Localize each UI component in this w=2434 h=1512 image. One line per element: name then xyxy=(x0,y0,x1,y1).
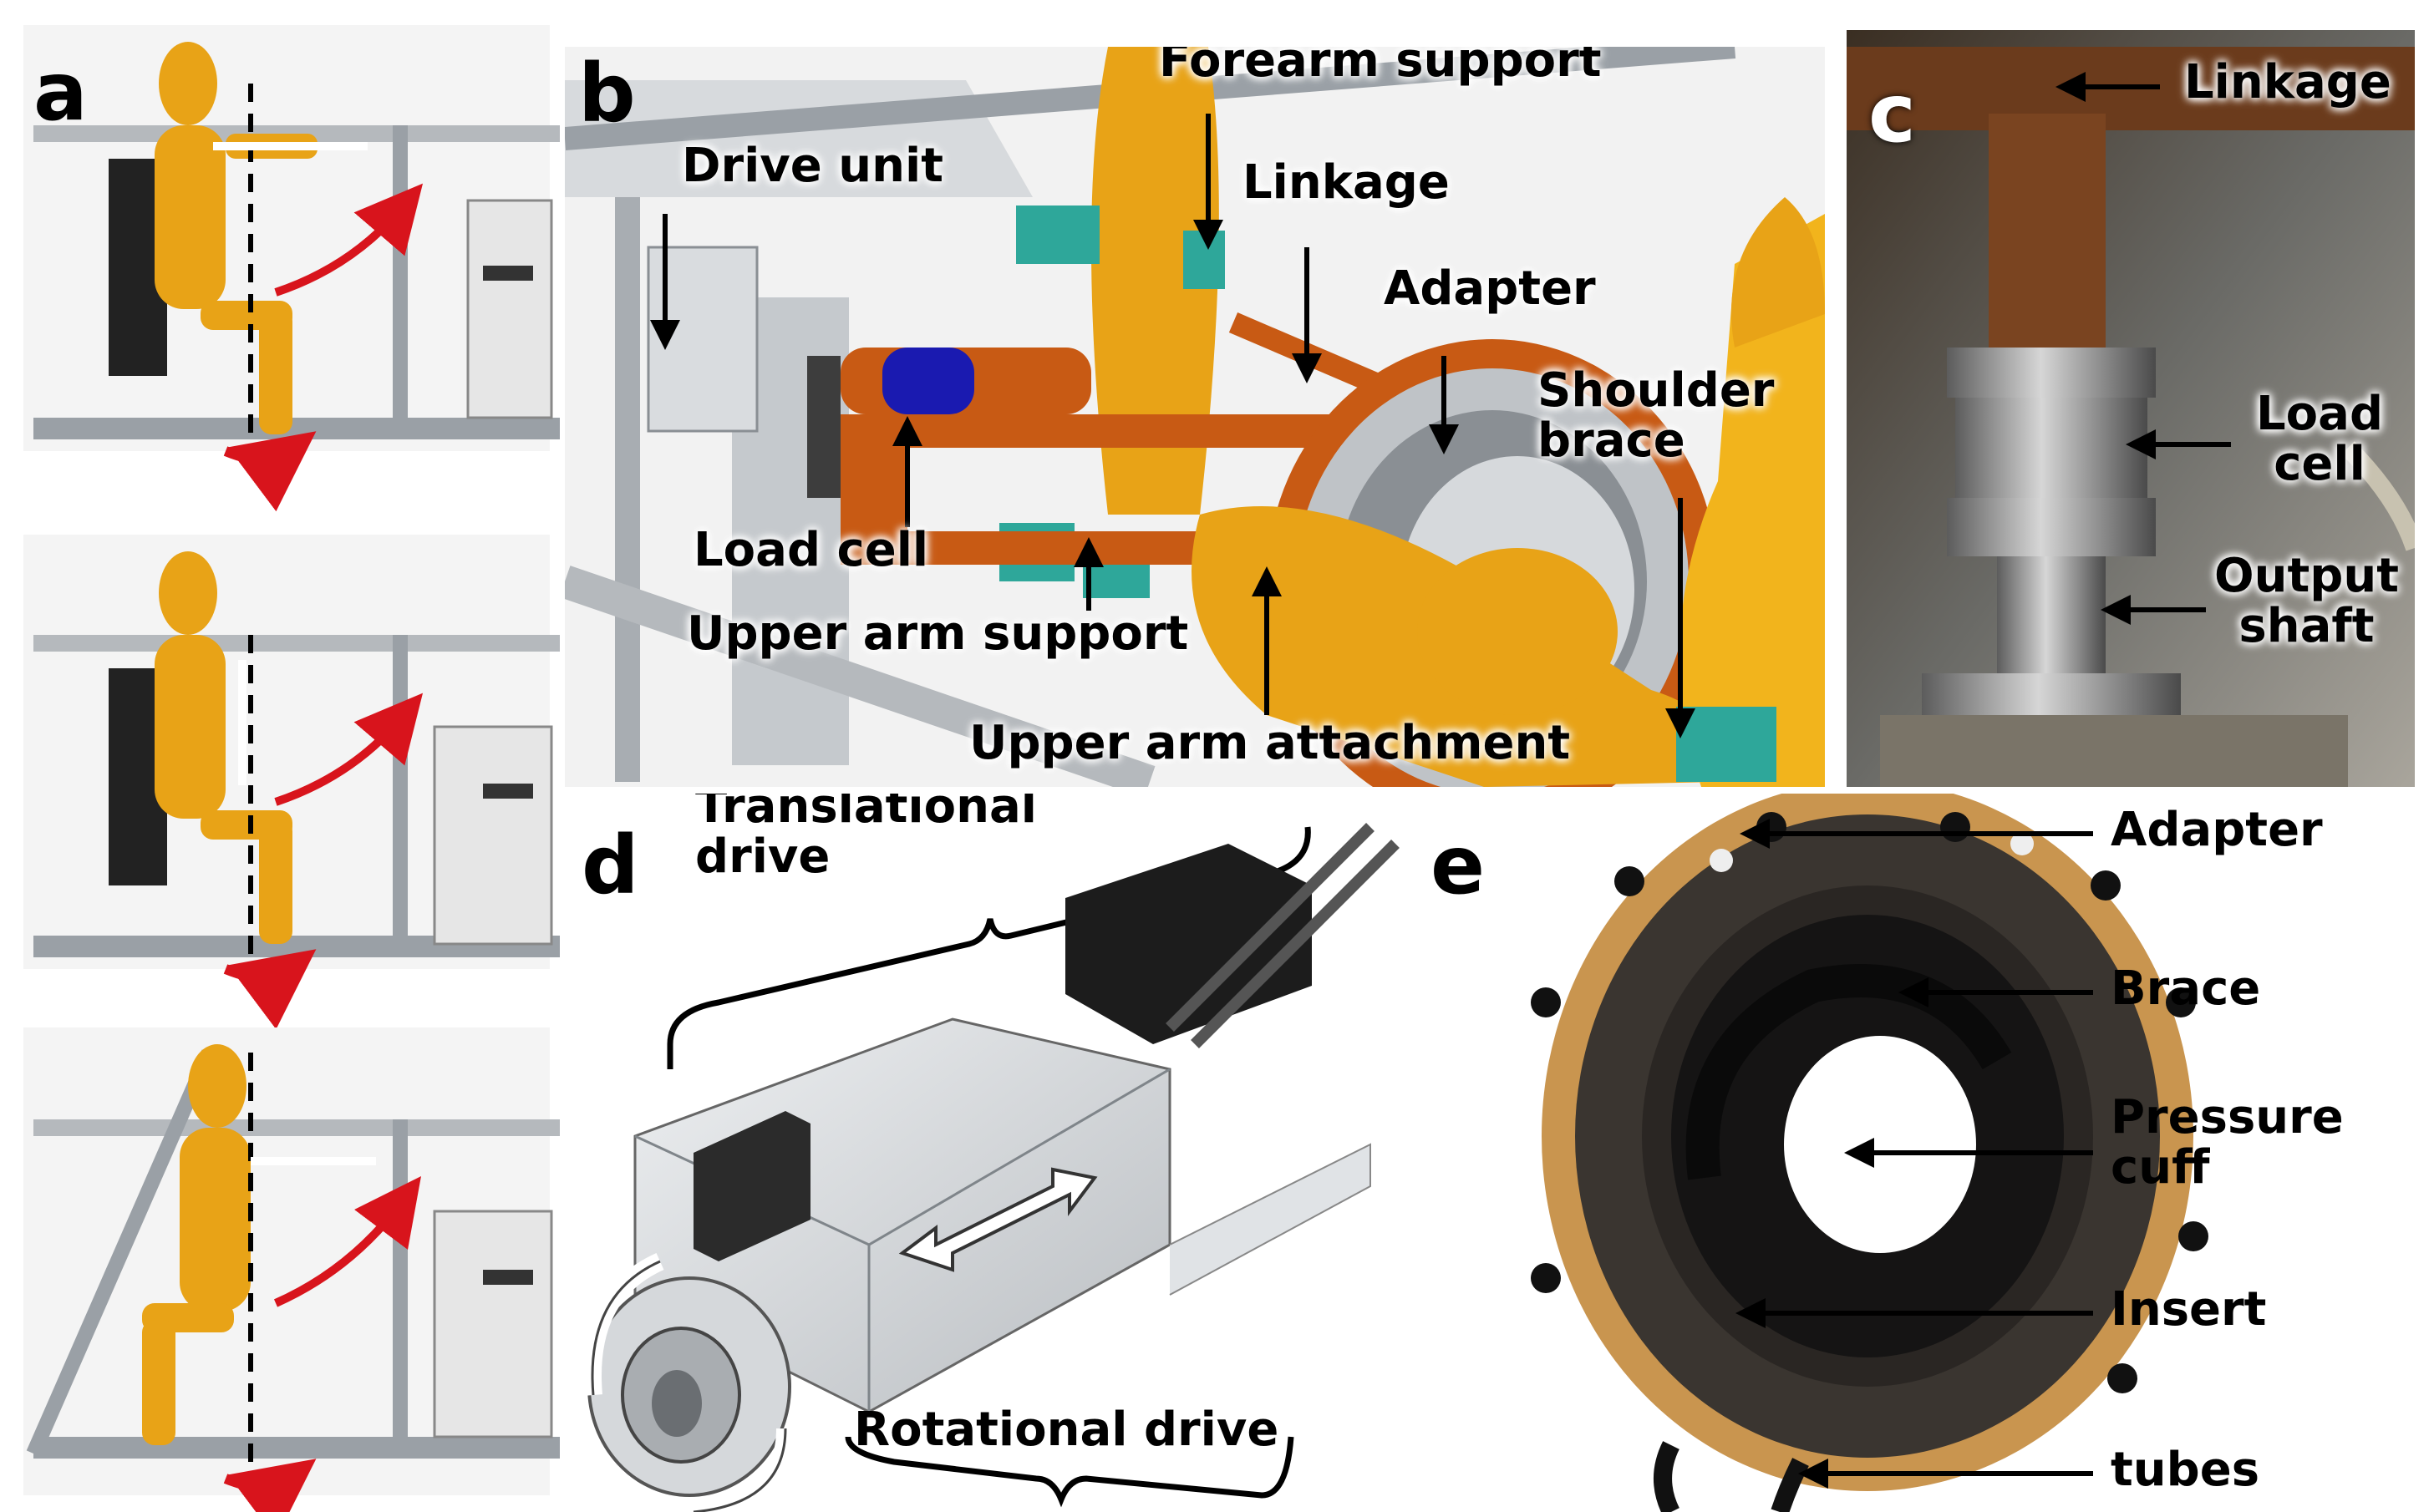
label-output-shaft-line2: shaft xyxy=(2238,599,2375,654)
label-adapter-photo: Adapter xyxy=(2111,803,2323,857)
panel-e: e Adapter Brace Pressure cuff Insert tub… xyxy=(1420,794,2431,1512)
label-load-cell: Load cell xyxy=(694,523,929,577)
label-brace: Brace xyxy=(2111,961,2261,1016)
panel-b: b Forearm support Drive unit Linkage Ada… xyxy=(565,47,1825,787)
render-middle xyxy=(23,535,560,1030)
render-bottom xyxy=(23,1027,560,1512)
label-rotational-drive: Rotational drive xyxy=(854,1403,1279,1457)
panel-a: a xyxy=(0,0,568,1512)
panel-a-label: a xyxy=(33,45,88,139)
label-adapter: Adapter xyxy=(1384,261,1596,316)
label-translational-drive-line1: Translational xyxy=(695,794,1037,834)
label-load-cell-photo: Load cell xyxy=(2256,387,2384,492)
label-drive-unit: Drive unit xyxy=(682,139,943,193)
panel-d: d Translational drive Rotational drive xyxy=(535,794,1437,1512)
label-load-cell-photo-line1: Load xyxy=(2256,387,2384,441)
panel-b-label: b xyxy=(578,47,636,140)
label-insert: Insert xyxy=(2111,1282,2267,1337)
label-shoulder-brace: Shoulder brace xyxy=(1537,363,1775,469)
panel-d-illustration xyxy=(583,823,1400,1512)
label-linkage-photo: Linkage xyxy=(2184,55,2391,109)
label-forearm-support: Forearm support xyxy=(1159,47,1602,88)
label-shoulder-brace-line1: Shoulder xyxy=(1537,363,1775,418)
panel-b-illustration xyxy=(565,47,1825,787)
render-top xyxy=(23,25,560,512)
panel-c: c Linkage Load cell Output shaft xyxy=(1847,30,2415,787)
label-pressure-cuff-line1: Pressure xyxy=(2111,1090,2344,1144)
panel-e-label: e xyxy=(1430,819,1486,912)
label-output-shaft: Output shaft xyxy=(2214,551,2399,652)
panel-c-label: c xyxy=(1868,67,1916,160)
panel-d-label: d xyxy=(582,819,639,912)
panel-e-pointer-arrows xyxy=(1735,819,2093,1489)
label-translational-drive: Translational drive xyxy=(695,794,1037,883)
panel-c-photo xyxy=(1847,30,2415,787)
label-load-cell-photo-line2: cell xyxy=(2274,437,2365,492)
panel-a-illustration xyxy=(23,25,560,1512)
panel-b-pointer-arrows xyxy=(650,114,1695,738)
label-linkage: Linkage xyxy=(1242,155,1450,210)
label-pressure-cuff-line2: cuff xyxy=(2111,1140,2210,1195)
panel-c-pointer-arrows xyxy=(2055,72,2231,625)
label-tubes: tubes xyxy=(2111,1443,2260,1497)
label-pressure-cuff: Pressure cuff xyxy=(2111,1090,2344,1195)
label-upper-arm-support: Upper arm support xyxy=(687,606,1189,661)
label-shoulder-brace-line2: brace xyxy=(1537,414,1685,469)
label-output-shaft-line1: Output xyxy=(2214,549,2399,603)
label-translational-drive-line2: drive xyxy=(695,830,831,885)
label-upper-arm-attachment: Upper arm attachment xyxy=(969,716,1571,770)
